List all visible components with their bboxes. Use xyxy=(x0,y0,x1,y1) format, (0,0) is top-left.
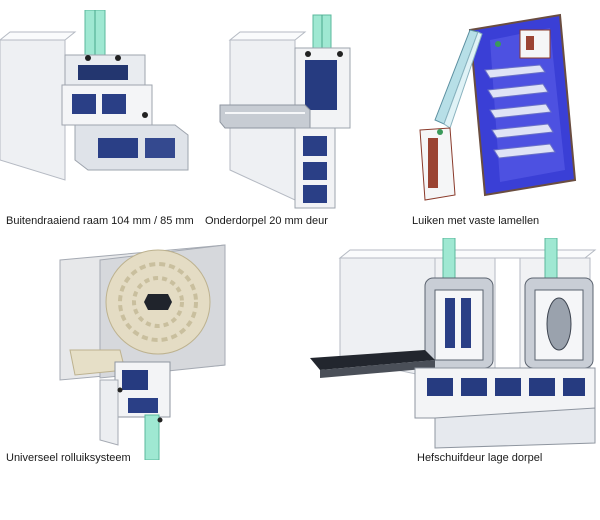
louvre-shutter-illustration xyxy=(419,13,577,201)
caption-fixed-louvre-shutters: Luiken met vaste lamellen xyxy=(412,215,540,227)
figure-lift-slide-door: Hefschuifdeur lage dorpel xyxy=(305,238,600,464)
figure-door-sill: Onderdorpel 20 mm deur xyxy=(205,10,385,227)
caption-door-sill: Onderdorpel 20 mm deur xyxy=(205,215,328,227)
caption-universal-roller-shutter: Universeel rolluiksysteem xyxy=(6,452,131,464)
lift-slide-door-illustration xyxy=(310,238,597,449)
outward-window-profile-illustration xyxy=(0,10,189,181)
caption-lift-slide-door: Hefschuifdeur lage dorpel xyxy=(417,452,543,464)
caption-outward-window: Buitendraaiend raam 104 mm / 85 mm xyxy=(6,215,194,227)
figure-fixed-louvre-shutters: Luiken met vaste lamellen xyxy=(410,10,600,227)
roller-shutter-illustration xyxy=(59,244,226,460)
figure-universal-roller-shutter: Universeel rolluiksysteem xyxy=(0,240,240,464)
door-sill-profile-illustration xyxy=(219,14,351,209)
figure-outward-window: Buitendraaiend raam 104 mm / 85 mm xyxy=(0,10,200,227)
